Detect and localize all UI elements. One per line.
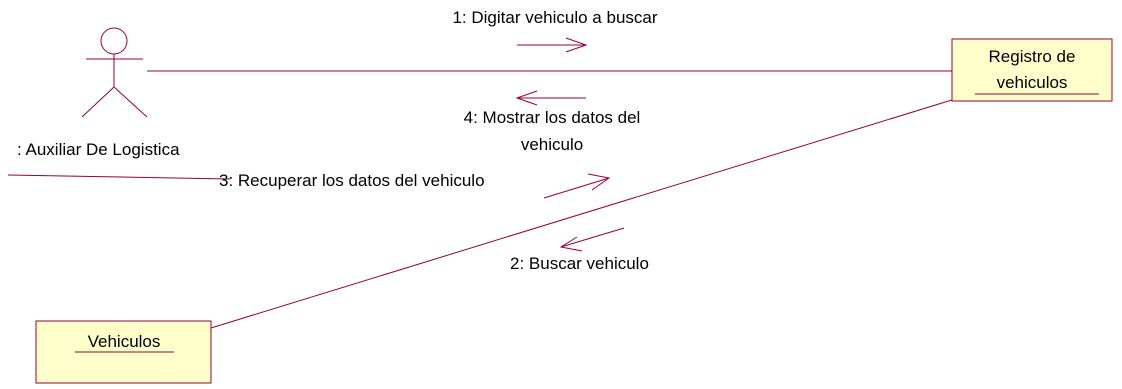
- message-4[interactable]: 4: Mostrar los datos del vehiculo: [464, 90, 641, 154]
- actor-underline-stub: [7, 174, 231, 180]
- object-name-line2: vehiculos: [997, 73, 1068, 92]
- link-registro-vehiculos: [210, 98, 956, 329]
- actor-label: : Auxiliar De Logistica: [17, 140, 180, 159]
- message-1[interactable]: 1: Digitar vehiculo a buscar: [452, 8, 658, 53]
- arrow-left-icon: [515, 90, 586, 106]
- arrow-up-right-icon: [543, 173, 611, 199]
- object-vehiculos[interactable]: Vehiculos: [35, 320, 212, 384]
- object-name: Vehiculos: [88, 332, 161, 351]
- message-label-line1: 4: Mostrar los datos del: [464, 108, 641, 127]
- message-label: 1: Digitar vehiculo a buscar: [452, 8, 657, 27]
- arrow-right-icon: [517, 37, 588, 53]
- arrow-down-left-icon: [559, 227, 625, 252]
- message-3[interactable]: 3: Recuperar los datos del vehiculo: [219, 171, 611, 199]
- message-label-line2: vehiculo: [521, 135, 583, 154]
- message-2[interactable]: 2: Buscar vehiculo: [510, 227, 649, 273]
- message-label: 2: Buscar vehiculo: [510, 254, 649, 273]
- message-label: 3: Recuperar los datos del vehiculo: [219, 171, 485, 190]
- object-name-line1: Registro de: [989, 47, 1076, 66]
- actor-auxiliar-de-logistica[interactable]: : Auxiliar De Logistica: [17, 27, 180, 159]
- stick-figure-actor-icon: [81, 27, 148, 118]
- object-registro-de-vehiculos[interactable]: Registro de vehiculos: [951, 38, 1113, 102]
- object-box: [951, 38, 1113, 102]
